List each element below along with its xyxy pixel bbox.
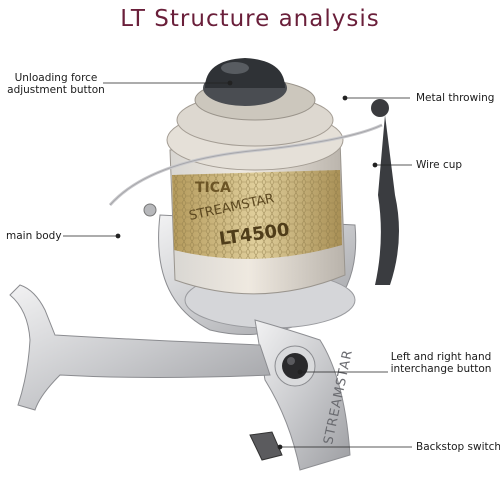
interchange-knob <box>274 345 316 387</box>
backstop-lever <box>249 431 283 461</box>
reel-spool: TICA STREAMSTAR LT4500 <box>166 79 346 295</box>
callout-main-body: main body <box>6 230 62 242</box>
callout-metal-throwing: Metal throwing <box>416 92 495 104</box>
callout-wire-cup: Wire cup <box>416 159 463 171</box>
page-title: LT Structure analysis <box>120 6 380 32</box>
spool-brand-text: TICA <box>195 180 231 196</box>
drag-knob <box>203 58 287 106</box>
leader-lines <box>63 80 412 450</box>
bail-wire <box>108 99 399 285</box>
reel-handle <box>9 284 271 411</box>
callout-backstop-switch: Backstop switch <box>416 441 500 453</box>
